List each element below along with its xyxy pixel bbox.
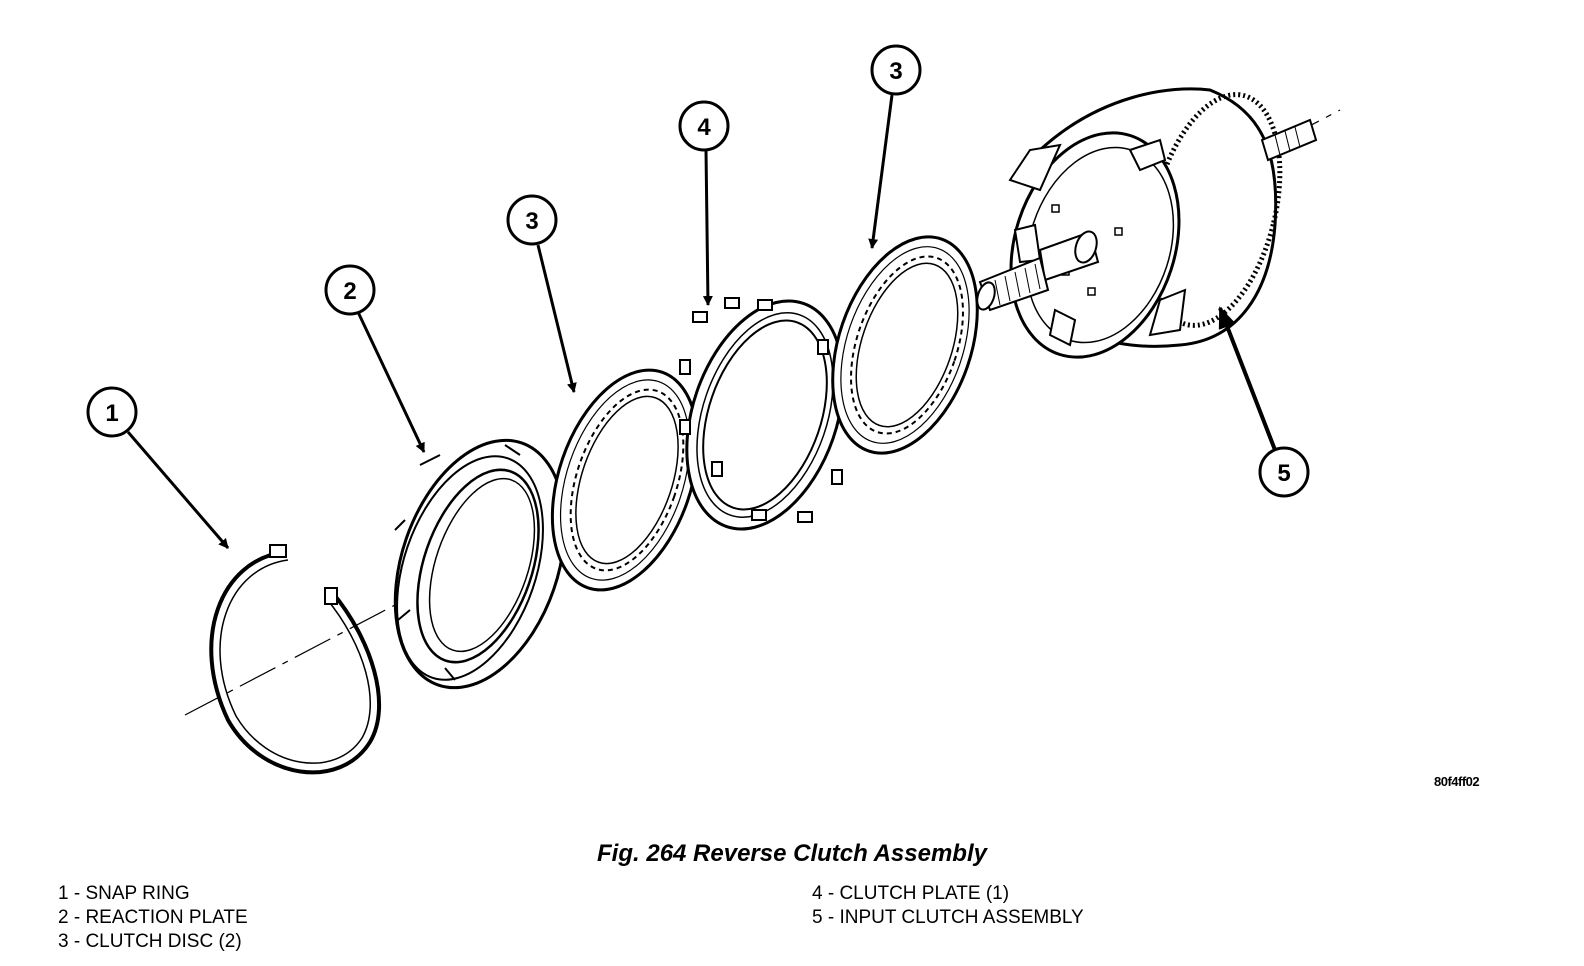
- figure-caption: Fig. 264 Reverse Clutch Assembly: [597, 840, 987, 867]
- callout-1-number: 1: [105, 400, 118, 427]
- callout-5-number: 5: [1277, 460, 1290, 487]
- callout-4-number: 4: [697, 114, 711, 141]
- callout-5: 5: [1258, 446, 1310, 498]
- callout-3a: 3: [506, 194, 558, 246]
- callout-4: 4: [678, 100, 730, 152]
- snap-ring-part: [209, 544, 382, 775]
- legend-item-input-clutch-assembly: 5 - INPUT CLUTCH ASSEMBLY: [812, 907, 1084, 928]
- callout-leader-5: [1218, 306, 1277, 451]
- callout-2: 2: [324, 264, 376, 316]
- legend-item-reaction-plate: 2 - REACTION PLATE: [58, 907, 248, 928]
- input-clutch-assembly-part: [976, 87, 1318, 359]
- clutch-disc-part-right: [831, 235, 979, 455]
- clutch-disc-part-left: [550, 368, 700, 592]
- callout-2-number: 2: [343, 278, 356, 305]
- legend-item-clutch-disc: 3 - CLUTCH DISC (2): [58, 931, 242, 952]
- callout-3b: 3: [870, 44, 922, 96]
- figure-reference-code: 80f4ff02: [1434, 774, 1480, 789]
- callout-leader-1: [126, 431, 230, 549]
- callout-leader-3b: [868, 94, 894, 249]
- legend-right-column: 4 - CLUTCH PLATE (1) 5 - INPUT CLUTCH AS…: [812, 882, 1084, 930]
- legend-left-column: 1 - SNAP RING 2 - REACTION PLATE 3 - CLU…: [58, 882, 248, 954]
- legend-item-clutch-plate: 4 - CLUTCH PLATE (1): [812, 883, 1010, 904]
- callout-3b-number: 3: [889, 58, 902, 85]
- callout-3a-number: 3: [525, 208, 538, 235]
- reaction-plate-part: [393, 438, 567, 690]
- legend-item-snap-ring: 1 - SNAP RING: [58, 883, 190, 904]
- clutch-plate-part: [679, 297, 849, 531]
- callout-leader-3a: [536, 244, 577, 393]
- callout-leader-2: [356, 311, 426, 453]
- callout-1: 1: [86, 386, 138, 438]
- callout-leader-4: [702, 149, 713, 306]
